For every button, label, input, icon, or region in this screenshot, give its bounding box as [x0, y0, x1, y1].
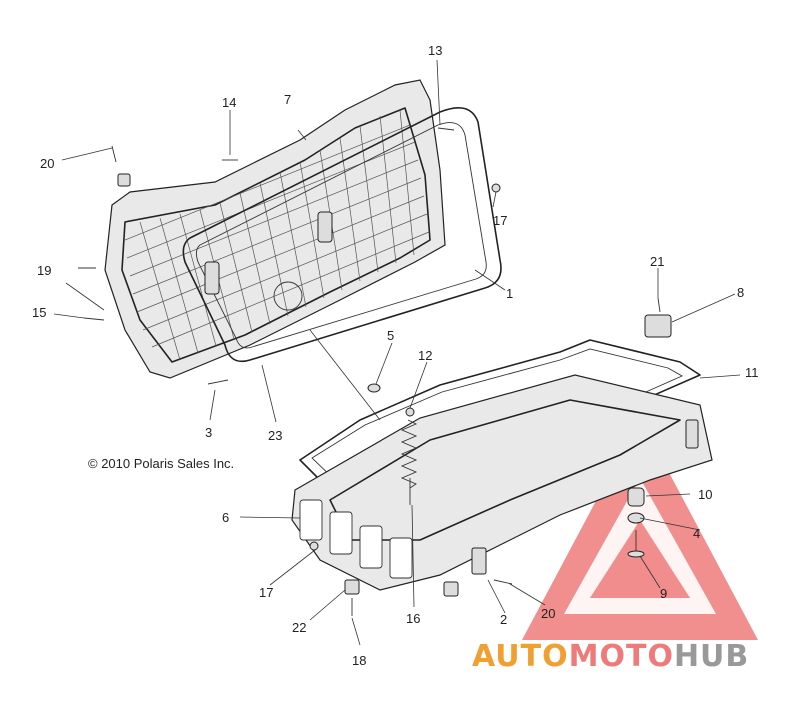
callout-5: 5	[387, 328, 394, 343]
screw-20a	[111, 145, 117, 163]
callout-22: 22	[292, 620, 306, 635]
bumper-10	[627, 487, 645, 507]
latch-mount-right	[471, 547, 487, 575]
clip-2	[443, 581, 459, 597]
callout-4: 4	[693, 526, 700, 541]
rack-frame	[182, 106, 502, 363]
callout-13: 13	[428, 43, 442, 58]
callout-21: 21	[650, 254, 664, 269]
spring-top-cap	[405, 407, 415, 417]
watermark-triangle-core	[590, 520, 690, 598]
callout-14: 14	[222, 95, 236, 110]
latch-mount-rear	[685, 419, 699, 449]
callout-23: 23	[268, 428, 282, 443]
hardware	[78, 127, 672, 616]
callout-7: 7	[284, 92, 291, 107]
callout-2: 2	[500, 612, 507, 627]
callout-8: 8	[737, 285, 744, 300]
callout-15: 15	[32, 305, 46, 320]
tub-front-pockets	[299, 499, 413, 579]
lid-inner-edge	[121, 107, 431, 363]
watermark-text-hub: HUB	[674, 639, 749, 674]
grommet-4	[627, 512, 645, 524]
screw-3	[207, 379, 229, 385]
screw-21	[657, 297, 661, 313]
clip-20-upper	[117, 173, 131, 187]
watermark-text-auto: AUTO	[472, 639, 569, 674]
bolt-5	[367, 383, 381, 393]
latch-8	[644, 314, 672, 338]
callout-19: 19	[37, 263, 51, 278]
lower-tub-assembly	[291, 339, 713, 591]
callout-12: 12	[418, 348, 432, 363]
screw-20b	[493, 579, 513, 585]
svg-text:AUTOMOTOHUB: AUTOMOTOHUB	[472, 639, 749, 674]
callout-1: 1	[506, 286, 513, 301]
screw-15	[83, 317, 105, 321]
callout-18: 18	[352, 653, 366, 668]
part-callouts: 1 2 3 4 5 6 7 8 9 10 11 12 13 14 15 16 1…	[32, 43, 759, 668]
lid-emblem	[273, 281, 303, 311]
callout-11: 11	[745, 365, 759, 380]
leader-lines	[53, 59, 741, 646]
hinge-clip-right	[317, 211, 333, 243]
hinge-clip-left	[204, 261, 220, 295]
callout-17-upper: 17	[493, 213, 507, 228]
callout-3: 3	[205, 425, 212, 440]
callout-20-lower: 20	[541, 606, 555, 621]
watermark-logo: AUTOMOTOHUB	[472, 418, 758, 674]
callout-16: 16	[406, 611, 420, 626]
tub-body	[291, 374, 713, 591]
callout-20-upper: 20	[40, 156, 54, 171]
callout-6: 6	[222, 510, 229, 525]
coil-spring	[400, 419, 418, 489]
clip-22	[344, 579, 360, 595]
upper-grille-assembly	[104, 79, 502, 379]
watermark-text-moto: MOTO	[569, 639, 674, 674]
screw-13	[437, 127, 455, 131]
pin-9-head	[627, 550, 645, 558]
rack-frame-inner	[195, 122, 487, 349]
callout-9: 9	[660, 586, 667, 601]
callout-17-lower: 17	[259, 585, 273, 600]
callout-10: 10	[698, 487, 712, 502]
nut-17-upper	[491, 183, 501, 193]
copyright-notice: © 2010 Polaris Sales Inc.	[88, 456, 234, 471]
nut-17-lower	[309, 541, 319, 551]
lid-shell	[104, 79, 446, 379]
